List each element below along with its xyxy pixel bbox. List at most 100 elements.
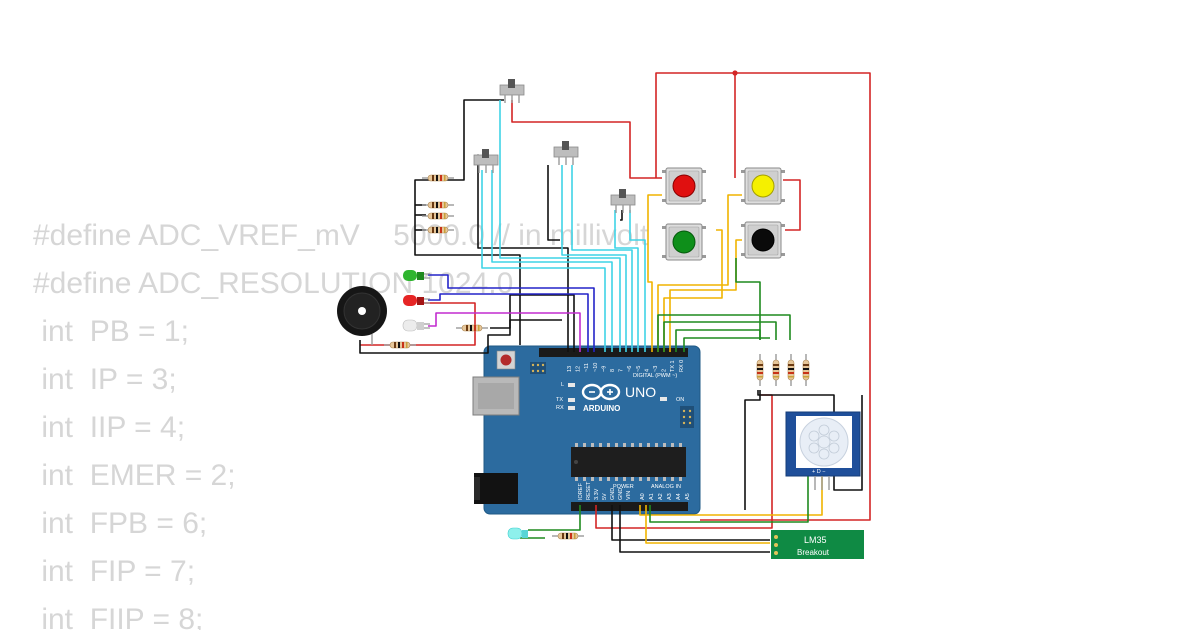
wire-cyan (571, 165, 633, 352)
resistor-icon (421, 226, 455, 234)
wire-black (359, 294, 575, 354)
buzzer-icon (337, 286, 387, 345)
led-icon (403, 270, 430, 281)
resistor-icon (551, 532, 585, 540)
arduino-logo-icon (581, 383, 621, 401)
wire-cyan (481, 170, 606, 352)
code-line: int IIP = 4; (33, 411, 186, 444)
pin-label: ~6 (627, 366, 633, 372)
digital-header-label: DIGITAL (PWM ~) (633, 373, 677, 379)
wire-yellow (657, 194, 742, 352)
lm35-breakout: LM35 Breakout (771, 530, 864, 559)
wire-black (620, 210, 623, 221)
wire-green (657, 314, 791, 352)
wire-green (528, 505, 581, 531)
wire-black (490, 319, 562, 329)
code-line: int EMER = 2; (33, 459, 236, 492)
pin-label: 8 (610, 369, 616, 372)
wire-black (619, 505, 770, 553)
resistor-icon (421, 201, 455, 209)
tx-led-label: TX (556, 397, 563, 403)
wire-green (683, 337, 770, 352)
pir-pin-labels: + D − (812, 469, 825, 475)
wire-black (611, 505, 770, 541)
resistor-icon (421, 212, 455, 220)
pushbutton-yellow[interactable] (740, 167, 786, 205)
pin-label: 4 (644, 369, 650, 372)
wire-cyan (499, 100, 621, 352)
wire-green (735, 258, 761, 340)
wire-yellow (639, 475, 823, 516)
resistor-icon (383, 341, 417, 349)
pin-label: 7 (619, 369, 625, 372)
pin-label: 12 (576, 366, 582, 372)
pin-label: A2 (658, 493, 664, 500)
on-led-label: ON (676, 397, 684, 403)
wire-yellow (663, 229, 723, 352)
code-line: int PB = 1; (33, 315, 189, 348)
wire-black-gnd (414, 99, 521, 345)
pin-label: ~10 (593, 363, 599, 372)
slide-switch-icon (553, 140, 579, 166)
pin-label: ~9 (601, 366, 607, 372)
slide-switch-icon (610, 188, 636, 214)
pin-label: A0 (640, 493, 646, 500)
code-line: int FIP = 7; (33, 555, 196, 588)
board-brand-label: ARDUINO (583, 404, 620, 413)
pin-label: RX 0 (679, 360, 685, 372)
pushbutton-red[interactable] (661, 167, 707, 205)
wire-black (744, 390, 761, 510)
pin-label: GND (610, 488, 616, 500)
pin-label: VIN (626, 491, 632, 500)
wire-cyan (614, 210, 639, 352)
wire-blue (428, 293, 589, 352)
lm35-sublabel: Breakout (797, 548, 830, 557)
code-line: #define ADC_VREF_mV 5000.0 // in millivo… (33, 219, 649, 252)
pushbutton-black[interactable] (740, 221, 786, 259)
pin-label: ~5 (636, 366, 642, 372)
led-icon (507, 527, 528, 540)
pin-label: TX 1 (670, 360, 676, 372)
pin-label: A5 (685, 493, 691, 500)
pin-label: 5V (602, 493, 608, 500)
wire-red (783, 179, 801, 231)
resistor-icon (772, 353, 780, 387)
wire-red (360, 302, 476, 346)
wire-red (511, 100, 662, 179)
pin-label: 3.3V (594, 488, 600, 500)
l-led-label: L (561, 382, 564, 388)
pushbutton-green[interactable] (661, 223, 707, 261)
resistor-icon (787, 353, 795, 387)
power-header-label: POWER (613, 484, 634, 490)
pin-label: A1 (649, 493, 655, 500)
wire-yellow (647, 194, 662, 352)
wire-black (547, 165, 560, 241)
pin-label: IOREF (578, 483, 584, 500)
arduino-uno-board: UNO ARDUINO DIGITAL (PWM ~) ANALOG IN PO… (472, 345, 701, 515)
pin-label: A3 (667, 493, 673, 500)
code-line: int IP = 3; (33, 363, 177, 396)
rx-led-label: RX (556, 405, 564, 411)
wire-green (663, 321, 777, 352)
pin-label: 2 (662, 369, 668, 372)
resistor-icon (802, 353, 810, 387)
wire-green (649, 475, 809, 523)
pir-sensor: + D − (785, 411, 861, 490)
led-icon (403, 295, 430, 306)
code-line: int FPB = 6; (33, 507, 208, 540)
resistor-icon (455, 324, 489, 332)
pin-label: A4 (676, 493, 682, 500)
board-model-label: UNO (625, 384, 656, 400)
pin-label: ~11 (584, 363, 590, 372)
pin-label: 13 (567, 366, 573, 372)
wire-yellow (669, 239, 742, 352)
pin-label: ~3 (653, 366, 659, 372)
wire-red-rail (655, 72, 871, 521)
wire-cyan (491, 170, 613, 352)
wire-magenta (428, 312, 581, 352)
analog-header-label: ANALOG IN (651, 484, 681, 490)
